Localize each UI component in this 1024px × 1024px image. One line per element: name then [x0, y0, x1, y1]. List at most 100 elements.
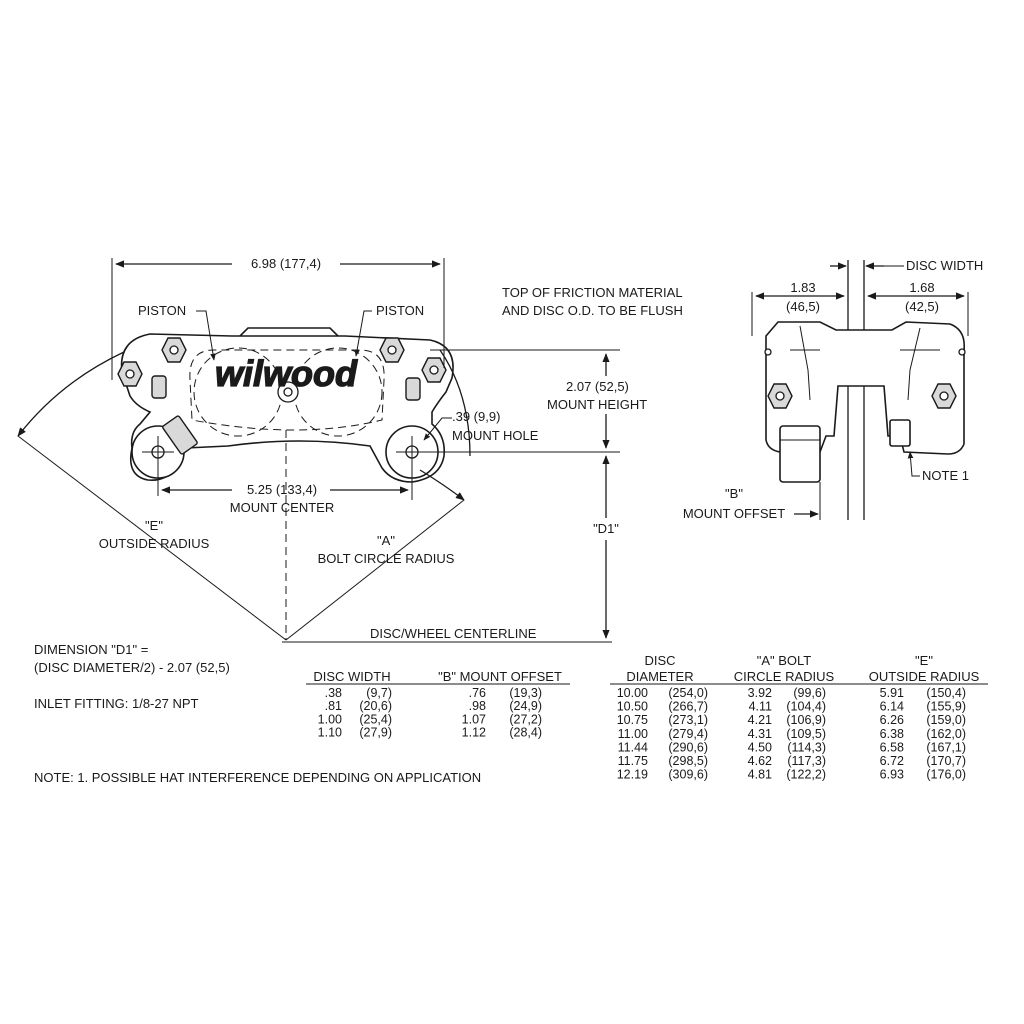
disc-table-cell: 4.31	[748, 727, 772, 741]
disc-table-cell: (99,6)	[793, 686, 826, 700]
wilwood-logo: wilwood	[215, 353, 358, 394]
b-label: MOUNT OFFSET	[683, 506, 785, 521]
brake-pad-outline	[189, 349, 385, 431]
b-quoted: "B"	[725, 486, 743, 501]
disc-header-diameter-1: DISC	[644, 653, 675, 668]
mount-center-label: MOUNT CENTER	[230, 500, 334, 515]
bolt-icon-left	[117, 361, 143, 387]
disc-table-cell: (298,5)	[668, 754, 708, 768]
disc-header-outside-1: "E"	[915, 653, 933, 668]
friction-note-line2: AND DISC O.D. TO BE FLUSH	[502, 303, 683, 318]
d1-formula-line1: DIMENSION "D1" =	[34, 642, 148, 657]
bolt-icon-top-right	[379, 337, 405, 363]
caliper-side-view	[764, 260, 966, 520]
outside-radius-e: "E" OUTSIDE RADIUS	[17, 349, 471, 641]
a-quoted: "A"	[377, 533, 395, 548]
bolt-circle-radius-a: "A" BOLT CIRCLE RADIUS	[285, 469, 465, 641]
disc-table-cell: 6.26	[880, 713, 904, 727]
disc-table-cell: (150,4)	[926, 686, 966, 700]
disc-table-cell: 4.62	[748, 754, 772, 768]
disc-table-cell: 3.92	[748, 686, 772, 700]
centerline-label: DISC/WHEEL CENTERLINE	[370, 626, 537, 641]
disc-table-cell: 6.58	[880, 740, 904, 754]
disc-table-cell: (176,0)	[926, 768, 966, 782]
disc-table-cell: (254,0)	[668, 686, 708, 700]
disc-table-cell: (167,1)	[926, 740, 966, 754]
disc-table-cell: 6.38	[880, 727, 904, 741]
mount-center-dimension: 5.25 (133,4) MOUNT CENTER	[157, 468, 409, 515]
piston-label-left: PISTON	[138, 303, 186, 318]
offset-table-cell: .98	[469, 699, 486, 713]
dim-168-value: 1.68	[909, 280, 934, 295]
offset-table-cell: (25,4)	[359, 712, 392, 726]
offset-table-cell: 1.00	[318, 712, 342, 726]
d1-dimension: "D1"	[593, 455, 619, 639]
overall-width-value: 6.98 (177,4)	[251, 256, 321, 271]
offset-table-cell: .38	[325, 686, 342, 700]
side-body	[765, 321, 966, 455]
disc-table-cell: 6.93	[880, 768, 904, 782]
mount-hole-label: MOUNT HOLE	[452, 428, 539, 443]
mount-center-value: 5.25 (133,4)	[247, 482, 317, 497]
dim-168-mm: (42,5)	[905, 299, 939, 314]
disc-table-cell: (106,9)	[786, 713, 826, 727]
a-label: BOLT CIRCLE RADIUS	[318, 551, 455, 566]
d1-quoted: "D1"	[593, 521, 619, 536]
disc-size-table: DISC DIAMETER "A" BOLT CIRCLE RADIUS "E"…	[610, 653, 988, 782]
offset-table-cell: 1.10	[318, 726, 342, 740]
offset-table-cell: 1.12	[462, 726, 486, 740]
disc-table-cell: (159,0)	[926, 713, 966, 727]
disc-table-cell: 5.91	[880, 686, 904, 700]
side-bolt-icon-right	[931, 383, 957, 409]
bolt-icon-top-left	[161, 337, 187, 363]
disc-table-cell: 11.44	[618, 740, 648, 754]
offset-table-cell: (28,4)	[509, 726, 542, 740]
mount-height-label: MOUNT HEIGHT	[547, 397, 647, 412]
side-logo-mark	[162, 415, 198, 455]
disc-table-cell: (162,0)	[926, 727, 966, 741]
disc-table-cell: 11.75	[618, 754, 648, 768]
offset-table-cell: .76	[469, 686, 486, 700]
mount-height-dimension: 2.07 (52,5) MOUNT HEIGHT	[430, 349, 647, 449]
disc-table-cell: (109,5)	[786, 727, 826, 741]
mount-hole-value: .39 (9,9)	[452, 409, 500, 424]
piston-label-right: PISTON	[376, 303, 424, 318]
disc-header-bolt-1: "A" BOLT	[757, 653, 812, 668]
disc-table-cell: 4.81	[748, 768, 772, 782]
disc-table-cell: 11.00	[618, 727, 648, 741]
mount-offset-table: DISC WIDTH "B" MOUNT OFFSET .38(9,7).76(…	[306, 669, 570, 740]
disc-table-cell: (117,3)	[787, 754, 826, 768]
side-tab-right	[889, 419, 911, 447]
disc-table-cell: 4.21	[748, 713, 772, 727]
offset-table-cell: 1.07	[462, 712, 486, 726]
bleeder-left	[151, 375, 167, 399]
note1-label: NOTE 1	[922, 468, 969, 483]
disc-table-cell: 10.75	[617, 713, 648, 727]
e-label: OUTSIDE RADIUS	[99, 536, 210, 551]
disc-table-cell: (155,9)	[926, 700, 966, 714]
disc-table-cell: (279,4)	[668, 727, 708, 741]
disc-table-cell: (290,6)	[668, 740, 708, 754]
bleeder-right	[405, 377, 421, 401]
disc-table-cell: 12.19	[617, 768, 648, 782]
dim-183-value: 1.83	[790, 280, 815, 295]
offset-header-disc-width: DISC WIDTH	[313, 669, 390, 684]
mount-height-value: 2.07 (52,5)	[566, 379, 629, 394]
offset-table-cell: (20,6)	[359, 699, 392, 713]
piston-right	[293, 347, 383, 437]
disc-table-cell: 10.50	[617, 700, 648, 714]
disc-table-cell: (104,4)	[786, 700, 826, 714]
disc-table-cell: (114,3)	[787, 740, 826, 754]
disc-table-cell: 10.00	[617, 686, 648, 700]
side-mount-tab	[779, 425, 821, 483]
disc-table-cell: 4.11	[749, 700, 772, 714]
disc-table-cell: 4.50	[748, 740, 772, 754]
e-quoted: "E"	[145, 518, 163, 533]
offset-table-cell: (27,2)	[509, 712, 542, 726]
disc-header-outside-2: OUTSIDE RADIUS	[869, 669, 980, 684]
offset-table-cell: (27,9)	[359, 726, 392, 740]
hat-interference-note: NOTE: 1. POSSIBLE HAT INTERFERENCE DEPEN…	[34, 770, 481, 785]
inlet-fitting-note: INLET FITTING: 1/8-27 NPT	[34, 696, 199, 711]
disc-width-label: DISC WIDTH	[906, 258, 983, 273]
